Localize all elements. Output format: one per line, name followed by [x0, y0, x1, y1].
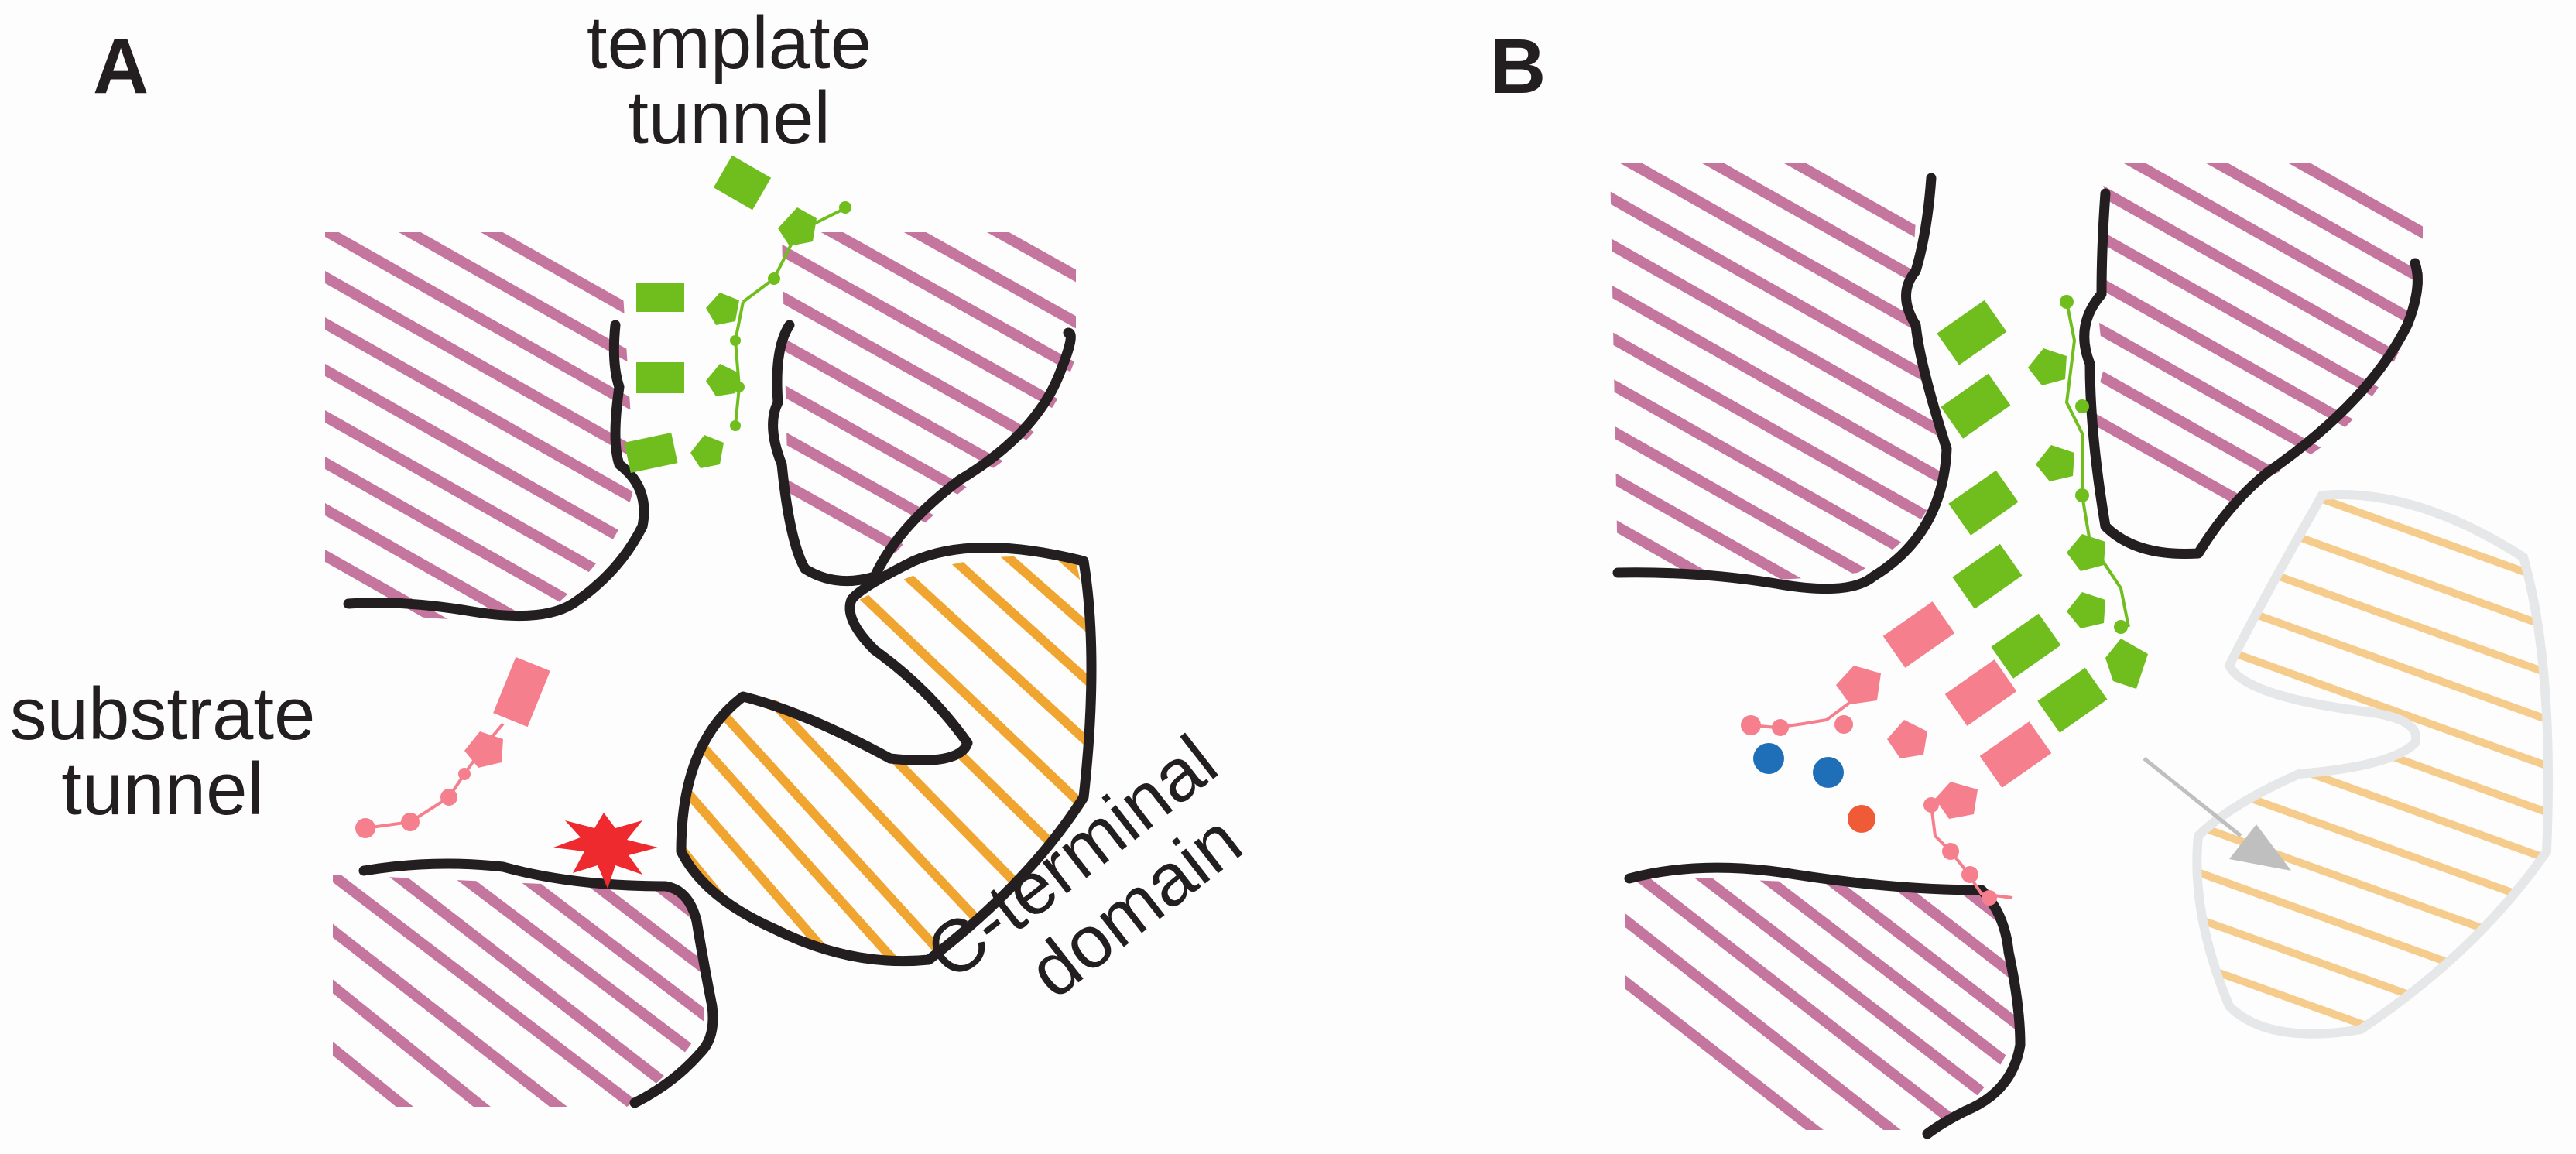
- c-terminal-outline-displaced: [2192, 490, 2553, 1039]
- substrate-sugar-square: [1979, 721, 2052, 788]
- protein-outline-bottom: [358, 858, 718, 1108]
- substrate-sugar-circle: [458, 768, 471, 780]
- template-sugar-pentagon: [706, 293, 739, 325]
- template-sugar-square: [2037, 667, 2108, 733]
- substrate-sugar-pentagon: [464, 731, 503, 768]
- template-sugar-circle: [734, 382, 745, 392]
- panel-b: [1610, 163, 2553, 1139]
- arrow-head-icon: [2229, 824, 2291, 871]
- substrate-sugar-circle: [401, 813, 420, 831]
- metal-ion-blue: [1813, 757, 1844, 788]
- template-tunnel-label-line2: tunnel: [628, 77, 831, 159]
- movement-arrow: [2143, 757, 2291, 871]
- protein-hatch-top-left: [325, 232, 635, 619]
- template-sugar-circle: [730, 420, 741, 431]
- substrate-tunnel-label-line2: tunnel: [61, 748, 264, 830]
- protein-hatch-top-right: [2094, 163, 2423, 557]
- template-sugar-square: [624, 432, 678, 474]
- template-sugar-circle: [768, 272, 780, 285]
- substrate-sugar-circle: [1982, 890, 1997, 906]
- template-sugar-square: [1948, 470, 2019, 536]
- template-sugar-square: [1991, 613, 2061, 679]
- substrate-sugar-circle: [355, 818, 375, 838]
- substrate-sugar-square: [1944, 659, 2017, 726]
- template-sugar-square: [1952, 543, 2023, 609]
- template-sugar-square: [1941, 373, 2011, 439]
- template-sugar-circle: [2114, 620, 2128, 634]
- template-sugar-pentagon: [2067, 592, 2105, 628]
- template-sugar-square: [636, 362, 684, 393]
- protein-outline-top-left: [343, 320, 649, 622]
- template-sugar-circle: [839, 201, 851, 214]
- panel-a: template tunnel substrate tunnel C-termi…: [10, 2, 1257, 1108]
- template-sugar-pentagon: [2028, 348, 2067, 385]
- substrate-sugar-circle: [1961, 866, 1978, 883]
- c-terminal-outline: [676, 543, 1097, 967]
- template-sugar-pentagon: [2105, 639, 2148, 689]
- substrate-sugar-pentagon: [1836, 666, 1881, 704]
- substrate-sugar-pentagon: [1935, 782, 1978, 819]
- template-sugar-circle: [2075, 399, 2089, 413]
- substrate-sugar-square: [1882, 601, 1955, 668]
- substrate-sugar-circle: [1772, 719, 1789, 736]
- template-sugar-square: [713, 155, 772, 211]
- substrate-sugar-circle: [1923, 797, 1939, 813]
- template-sugar-circle: [2075, 488, 2089, 502]
- protein-outline-top-right: [768, 320, 1076, 587]
- template-sugar-pentagon: [2067, 534, 2105, 571]
- protein-outline-top-right: [2079, 188, 2423, 560]
- panel-b-label: B: [1490, 23, 1546, 110]
- panel-a-label: A: [93, 23, 149, 110]
- template-sugar-square: [1937, 300, 2007, 365]
- metal-ion-orange: [1848, 805, 1875, 833]
- protein-hatch-top-left: [1610, 163, 1943, 580]
- template-sugar-circle: [2060, 295, 2074, 309]
- active-site-star-icon: [553, 813, 658, 889]
- template-sugar-pentagon: [778, 207, 817, 246]
- substrate-tunnel-label-line1: substrate: [10, 673, 316, 755]
- template-sugar-pentagon: [2036, 445, 2074, 481]
- protein-hatch-top-right: [782, 232, 1076, 582]
- substrate-sugar-circle: [1741, 715, 1761, 735]
- substrate-glycan-chain: [1741, 601, 2052, 906]
- substrate-sugar-circle: [1834, 715, 1853, 734]
- metal-ion-blue: [1753, 743, 1784, 774]
- substrate-sugar-circle: [1942, 843, 1959, 860]
- template-sugar-pentagon: [690, 435, 724, 468]
- protein-outline-bottom: [1624, 862, 2026, 1139]
- template-sugar-circle: [730, 335, 741, 346]
- template-sugar-square: [636, 283, 684, 312]
- substrate-sugar-circle: [440, 789, 457, 806]
- protein-outline-top-left: [1612, 173, 1952, 594]
- substrate-sugar-square: [493, 656, 550, 728]
- template-sugar-pentagon: [706, 364, 739, 396]
- substrate-glycan-chain: [355, 656, 550, 838]
- template-glycan-chain: [624, 155, 851, 474]
- substrate-sugar-pentagon: [1887, 720, 1927, 758]
- template-tunnel-label-line1: template: [587, 2, 872, 84]
- template-glycan-chain: [1937, 295, 2148, 733]
